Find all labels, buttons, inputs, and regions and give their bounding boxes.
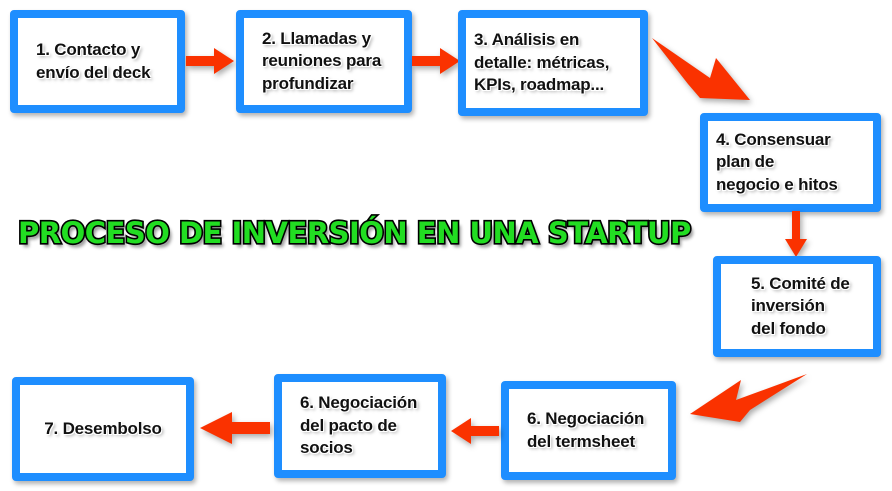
process-box-step-3[interactable]: 3. Análisis en detalle: métricas, KPIs, … xyxy=(458,10,648,116)
process-box-step-3-label: 3. Análisis en detalle: métricas, KPIs, … xyxy=(474,30,610,95)
process-box-step-1-label: 1. Contacto y envío del deck xyxy=(36,40,151,82)
process-box-step-7-label: 6. Negociación del pacto de socios xyxy=(300,393,418,458)
process-box-step-4[interactable]: 4. Consensuar plan de negocio e hitos xyxy=(700,113,881,212)
arrow-step5-to-step6 xyxy=(690,374,807,422)
process-box-step-6[interactable]: 6. Negociación del termsheet xyxy=(501,381,676,480)
process-box-step-1[interactable]: 1. Contacto y envío del deck xyxy=(10,10,185,113)
arrow-step6-to-step7 xyxy=(451,418,499,444)
process-box-step-5[interactable]: 5. Comité de inversión del fondo xyxy=(713,256,881,357)
process-box-step-5-label: 5. Comité de inversión del fondo xyxy=(751,273,850,338)
process-box-step-8-label: 7. Desembolso xyxy=(44,418,162,438)
arrow-step2-to-step3 xyxy=(412,48,460,74)
process-box-step-4-label: 4. Consensuar plan de negocio e hitos xyxy=(716,129,838,194)
arrow-step1-to-step2 xyxy=(186,48,234,74)
process-box-step-7[interactable]: 6. Negociación del pacto de socios xyxy=(274,374,446,478)
process-box-step-2-label: 2. Llamadas y reuniones para profundizar xyxy=(262,28,382,93)
arrow-step7-to-step8 xyxy=(200,412,270,444)
process-box-step-2[interactable]: 2. Llamadas y reuniones para profundizar xyxy=(236,10,412,113)
process-box-step-8[interactable]: 7. Desembolso xyxy=(12,377,194,481)
diagram-title: PROCESO DE INVERSIÓN EN UNA STARTUP xyxy=(16,216,692,250)
arrow-step3-to-step4 xyxy=(652,38,750,100)
arrow-step4-to-step5 xyxy=(785,211,807,257)
process-box-step-6-label: 6. Negociación del termsheet xyxy=(527,409,645,451)
